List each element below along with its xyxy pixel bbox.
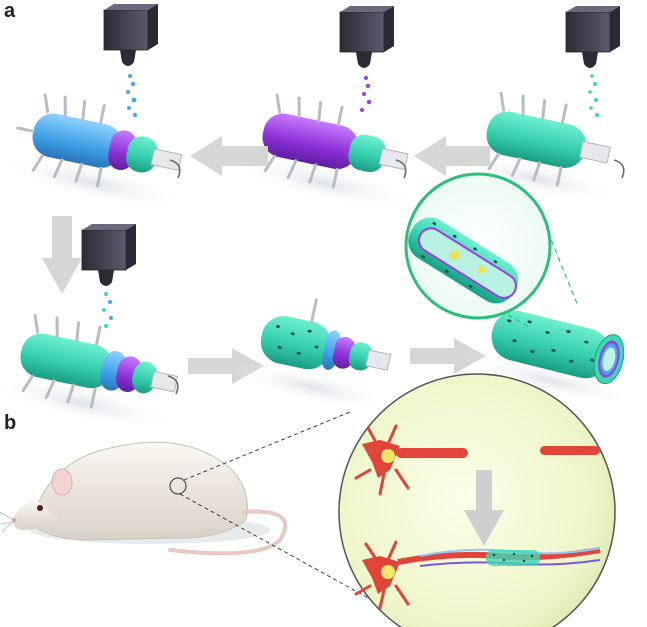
rotation-arrow-icon (167, 375, 179, 395)
mandrel-teal-base (454, 91, 622, 203)
process-arrow-icon (42, 216, 82, 294)
neuron-illustration (354, 424, 600, 496)
zoom-connector (179, 493, 373, 601)
mandrel-purple-layer (230, 93, 417, 210)
printer-nozzle-icon (565, 6, 620, 68)
mandrel-blue-layer (0, 93, 187, 210)
process-arrow-icon (414, 136, 490, 176)
panel-label-a: a (4, 0, 16, 22)
zoom-connector (183, 411, 351, 481)
magnifier-connector (547, 231, 579, 307)
ink-droplets-blue (126, 74, 138, 118)
mandrel-teal-outer-layer (0, 313, 179, 430)
process-arrow-icon (410, 338, 486, 374)
magnifier-icon (404, 172, 552, 320)
ink-droplets-purple (360, 76, 372, 112)
panel-label-b: b (4, 412, 17, 434)
rotation-arrow-icon (395, 159, 407, 179)
printer-nozzle-icon (339, 6, 394, 68)
rotation-arrow-icon (613, 159, 625, 179)
ink-droplets-teal (588, 74, 599, 117)
rotation-arrow-icon (169, 159, 181, 179)
process-arrow-icon (190, 136, 268, 176)
printer-nozzle-icon (103, 4, 158, 66)
neuron-illustration (354, 540, 601, 610)
ink-droplets-mixed (102, 292, 113, 328)
rat-illustration (0, 441, 288, 556)
final-nerve-conduit (464, 310, 640, 407)
process-arrow-icon (464, 470, 504, 546)
conduit-removal (233, 298, 392, 410)
nerve-repair-bubble (338, 373, 616, 627)
printer-nozzle-icon (81, 224, 136, 286)
